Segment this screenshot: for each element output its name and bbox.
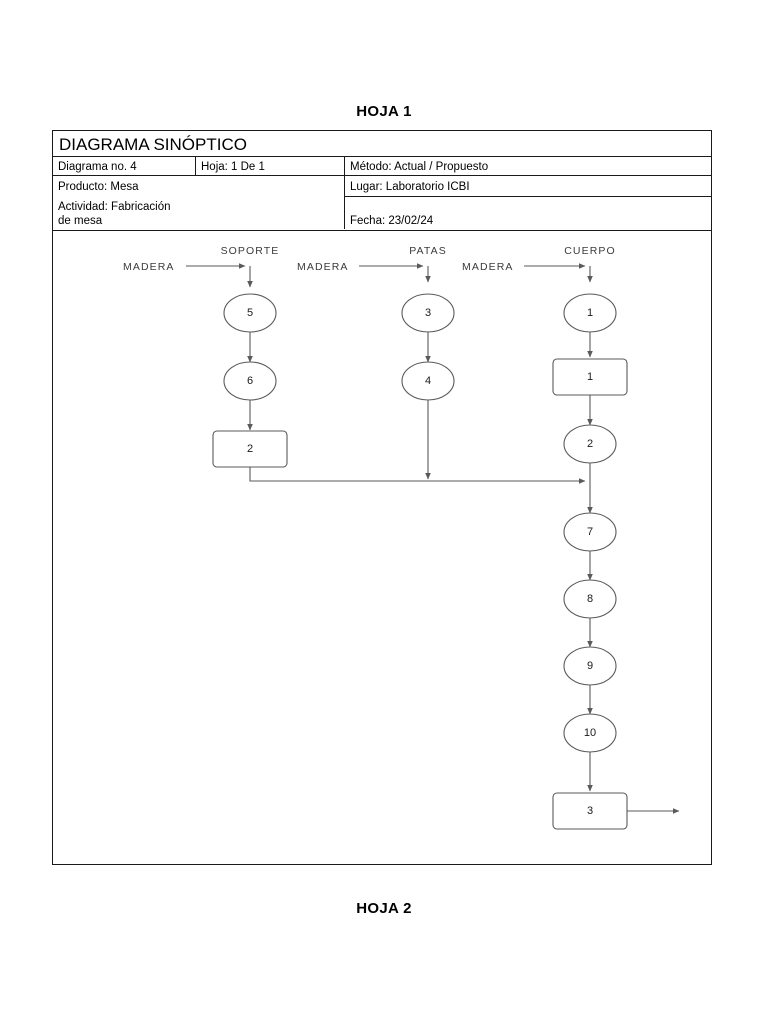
info-field-lugar: Lugar: Laboratorio ICBI xyxy=(345,176,711,197)
info-field-fecha: Fecha: 23/02/24 xyxy=(350,215,434,227)
node-label-cuerpo-2: 2 xyxy=(587,438,593,450)
node-label-soporte-insp-2: 2 xyxy=(247,443,253,455)
sheet-heading-top: HOJA 1 xyxy=(356,103,412,120)
info-field-producto: Producto: Mesa xyxy=(53,176,345,197)
node-label-patas-3: 3 xyxy=(425,307,431,319)
input-label-patas-madera: MADERA xyxy=(297,261,349,273)
node-label-cuerpo-insp-1: 1 xyxy=(587,371,593,383)
info-table-title: DIAGRAMA SINÓPTICO xyxy=(53,131,711,157)
info-field-hoja: Hoja: 1 De 1 xyxy=(196,157,345,176)
info-field-diagrama-no: Diagrama no. 4 xyxy=(53,157,196,176)
info-field-actividad: Actividad: Fabricación de mesa xyxy=(53,197,345,229)
info-field-metodo: Método: Actual / Propuesto xyxy=(345,157,711,176)
column-title-soporte: SOPORTE xyxy=(221,245,280,257)
node-label-cuerpo-8: 8 xyxy=(587,593,593,605)
input-label-cuerpo-madera: MADERA xyxy=(462,261,514,273)
node-label-soporte-5: 5 xyxy=(247,307,253,319)
input-label-soporte-madera: MADERA xyxy=(123,261,175,273)
node-label-cuerpo-10: 10 xyxy=(584,727,596,739)
node-label-cuerpo-7: 7 xyxy=(587,526,593,538)
column-title-cuerpo: CUERPO xyxy=(564,245,616,257)
column-title-patas: PATAS xyxy=(409,245,447,257)
node-label-cuerpo-insp-3: 3 xyxy=(587,805,593,817)
synoptic-diagram: SOPORTE PATAS CUERPO MADERA MADERA MADER… xyxy=(52,231,712,865)
node-label-soporte-6: 6 xyxy=(247,375,253,387)
merge-line-soporte-to-cuerpo xyxy=(249,467,586,484)
info-table: DIAGRAMA SINÓPTICO Diagrama no. 4 Hoja: … xyxy=(52,130,712,231)
node-label-cuerpo-9: 9 xyxy=(587,660,593,672)
sheet-heading-bottom: HOJA 2 xyxy=(356,900,412,917)
node-label-patas-4: 4 xyxy=(425,375,431,387)
node-label-cuerpo-1: 1 xyxy=(587,307,593,319)
